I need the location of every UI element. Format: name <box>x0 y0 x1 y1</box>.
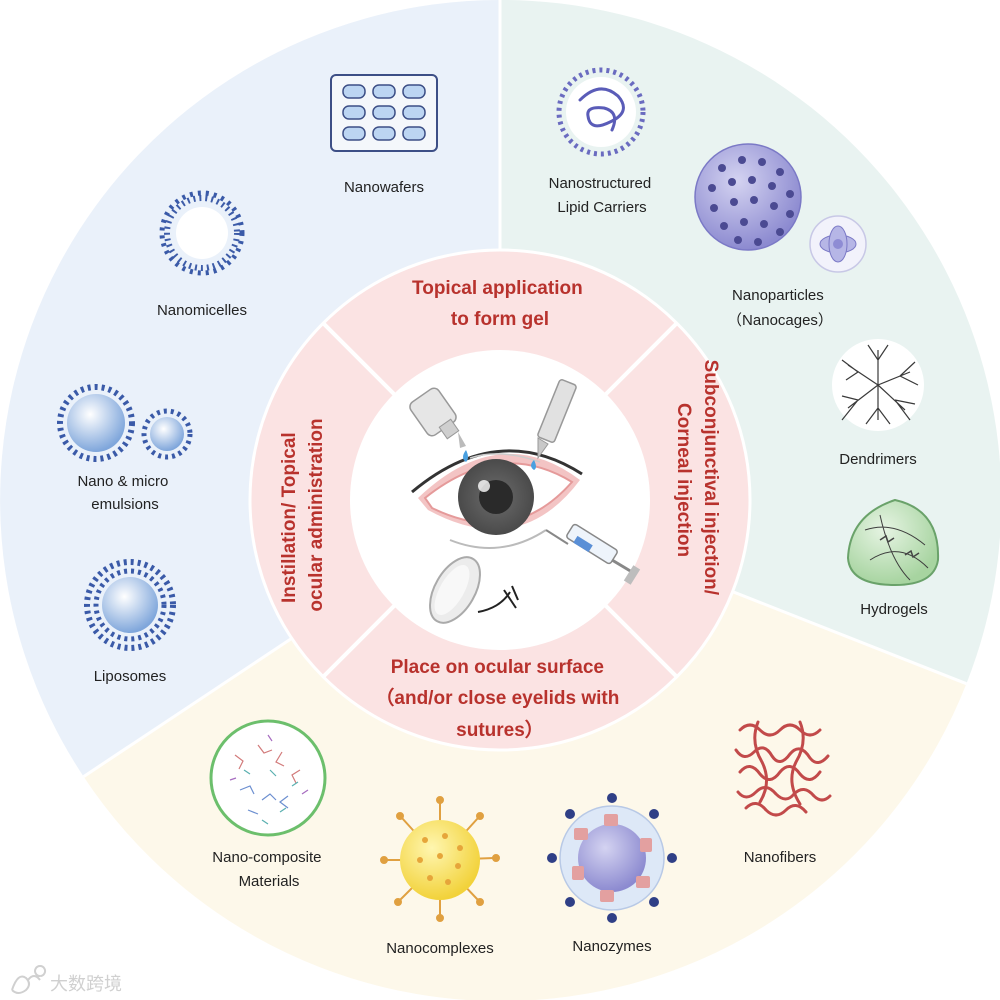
nanocomposite-icon <box>209 719 327 837</box>
label-nanoparticles: Nanoparticles （Nanocages） <box>727 287 833 329</box>
svg-text:大数跨境: 大数跨境 <box>50 974 122 995</box>
label-lipid-carriers: Nanostructured Lipid Carriers <box>549 175 656 216</box>
label-liposomes: Liposomes <box>94 668 167 685</box>
label-nanocomposite: Nano-composite Materials <box>212 849 325 890</box>
liposome-icon <box>84 559 176 651</box>
route-instillation: Instillation/ Topical ocular administrat… <box>279 418 327 611</box>
route-ocular-surface: Place on ocular surface （and/or close ey… <box>375 657 624 741</box>
label-dendrimers: Dendrimers <box>839 451 917 468</box>
syringe-icon <box>545 523 641 585</box>
nanoparticle-icon <box>694 143 802 251</box>
label-hydrogels: Hydrogels <box>860 601 928 618</box>
suture-icon <box>477 585 519 613</box>
nanozyme-icon <box>547 793 677 923</box>
label-emulsions: Nano & micro emulsions <box>77 473 172 513</box>
eyedropper-icon <box>409 387 468 462</box>
contact-lens-icon <box>429 556 481 624</box>
nanocomplex-icon <box>380 796 500 922</box>
label-nanocomplexes: Nanocomplexes <box>386 940 494 957</box>
watermark-logo-icon <box>11 965 47 994</box>
gel-tube-icon <box>531 379 577 470</box>
label-nanowafers: Nanowafers <box>344 179 424 196</box>
watermark: 大数跨境 <box>11 965 122 995</box>
nanofiber-icon <box>734 720 832 817</box>
label-nanozymes: Nanozymes <box>572 938 651 955</box>
hydrogel-icon <box>846 498 940 587</box>
eye-illustration-icon <box>409 379 641 624</box>
lipid-carrier-icon <box>556 67 646 157</box>
dendrimer-icon <box>832 339 924 431</box>
route-subconjunctival: Subconjunctival injection/ Corneal injec… <box>673 360 721 601</box>
emulsion-icon <box>57 384 193 462</box>
label-nanofibers: Nanofibers <box>744 849 817 866</box>
nanocage-icon <box>809 215 867 273</box>
nanowafer-icon <box>330 74 438 152</box>
nanomicelle-icon <box>159 190 245 276</box>
label-nanomicelles: Nanomicelles <box>157 302 247 319</box>
route-topical: Topical application to form gel <box>412 278 588 330</box>
